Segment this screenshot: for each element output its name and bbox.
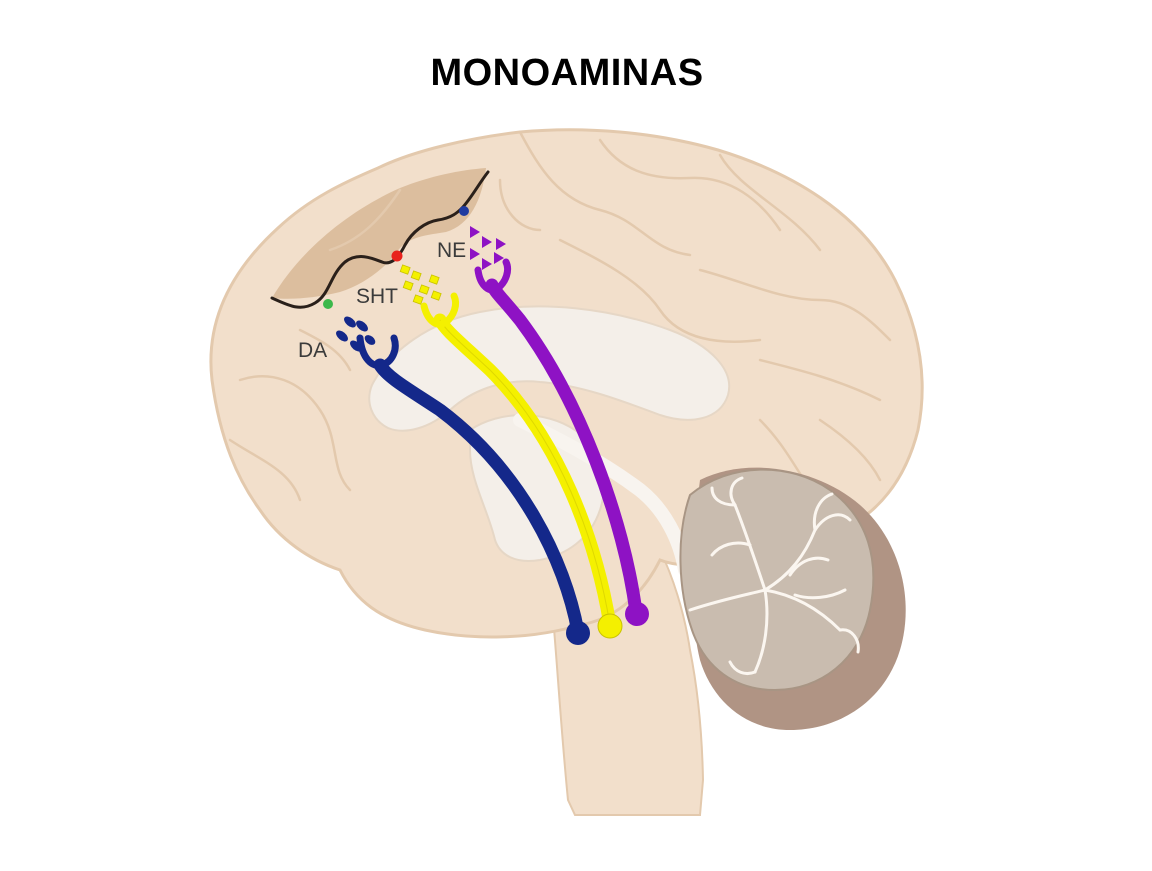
fornix-curve xyxy=(513,413,692,577)
arbor-vitae xyxy=(688,476,860,676)
ne-terminal-fork xyxy=(474,258,512,294)
sht-soma xyxy=(597,613,623,639)
sht-axon-outline xyxy=(439,319,611,626)
cortex-band xyxy=(272,168,486,299)
ne-axon xyxy=(485,278,643,619)
sht-pathway xyxy=(391,250,623,639)
da-axon xyxy=(373,358,585,639)
ne-vesicles xyxy=(470,226,506,270)
ne-pathway xyxy=(459,206,649,626)
da-vesicles xyxy=(336,316,376,352)
label-sht: SHT xyxy=(356,285,398,308)
da-soma xyxy=(566,621,590,645)
sht-vesicles xyxy=(399,264,442,305)
cerebellum xyxy=(679,468,875,692)
da-pathway xyxy=(323,299,590,645)
gyri-lines xyxy=(228,130,892,502)
label-ne: NE xyxy=(437,239,466,262)
ne-soma xyxy=(625,602,649,626)
da-terminal-fork xyxy=(356,334,399,369)
da-release-site xyxy=(323,299,333,309)
label-da: DA xyxy=(298,339,327,362)
diagram-title: MONOAMINAS xyxy=(430,52,704,94)
sht-release-site xyxy=(391,250,403,262)
sht-terminal-fork xyxy=(420,292,460,328)
ne-release-site xyxy=(459,206,469,216)
